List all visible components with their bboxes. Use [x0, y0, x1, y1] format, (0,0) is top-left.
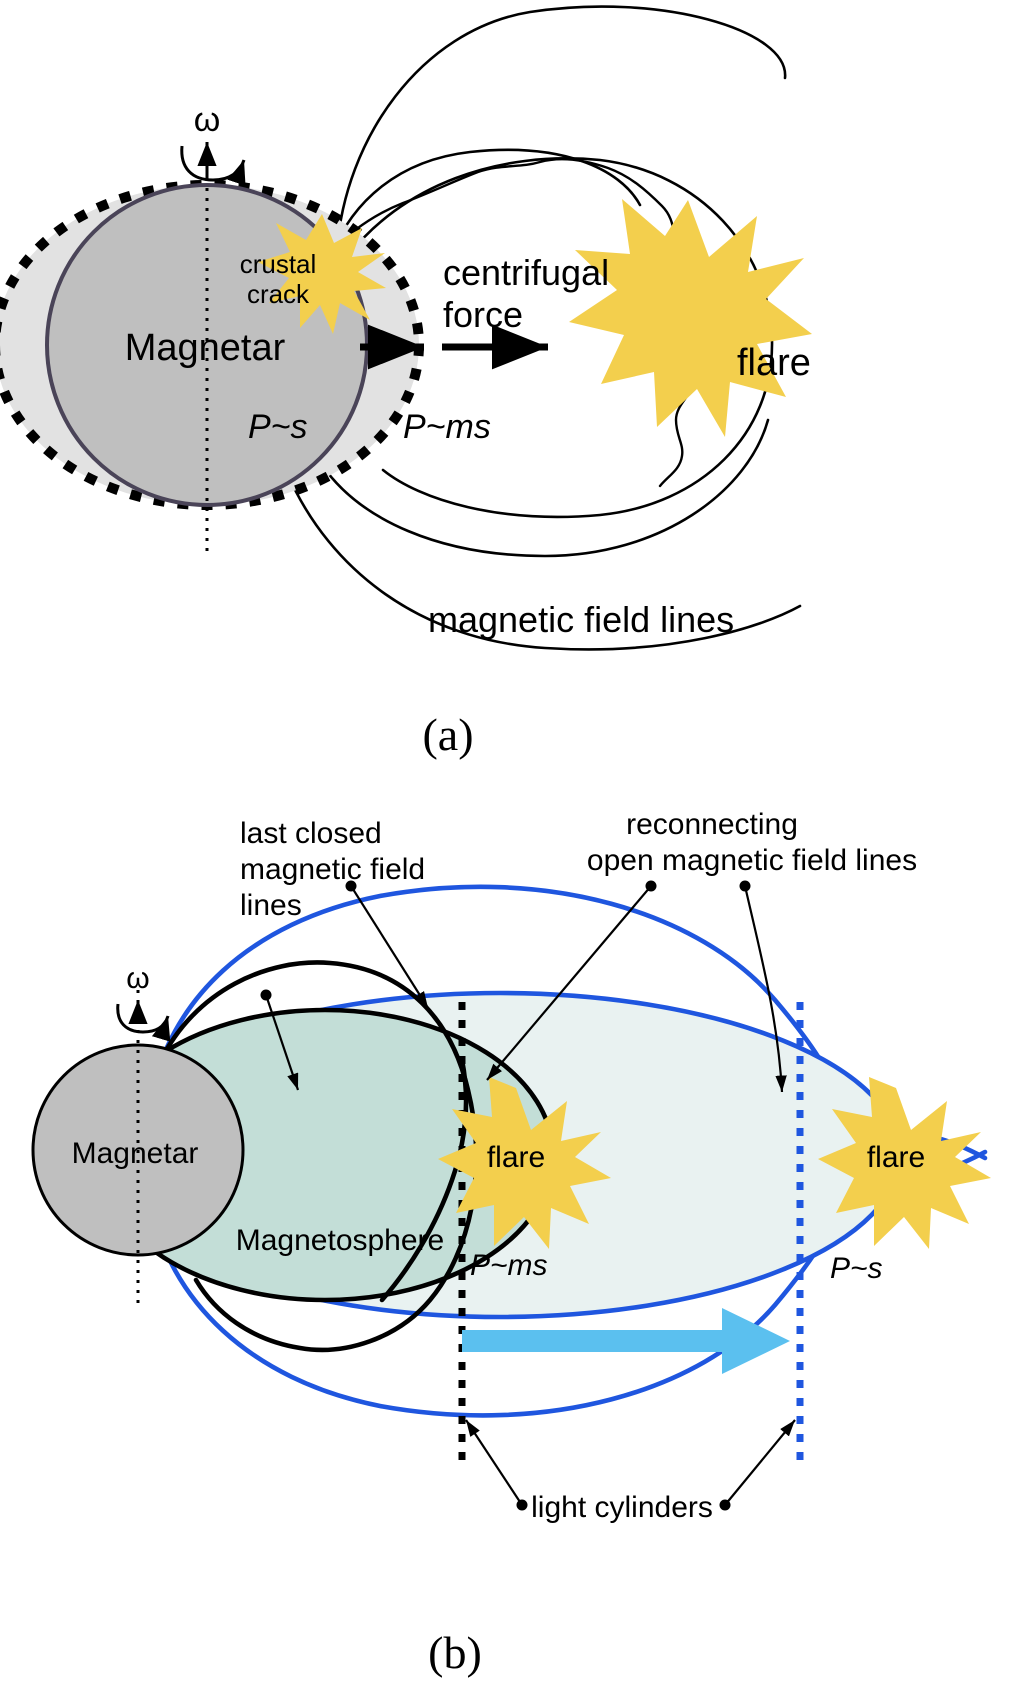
panel-a-flare-label: flare: [737, 342, 811, 384]
panel-b-reconnecting-label-line1: reconnecting: [626, 808, 798, 841]
panel-a-field-lines-label: magnetic field lines: [428, 599, 734, 640]
panel-b-outer-flare-label: flare: [867, 1141, 925, 1174]
panel-a: ω Magnetar crustal crack centrifugal for…: [0, 5, 812, 760]
panel-b-reconnecting-label-line2: open magnetic field lines: [587, 844, 917, 877]
black-closed-line-inner-left: [379, 1057, 469, 1303]
field-line-loop-lower: [320, 418, 770, 558]
panel-b-magnetosphere-label: Magnetosphere: [236, 1224, 444, 1257]
panel-a-crustal-crack-label-line1: crustal: [240, 249, 317, 279]
panel-a-centrifugal-label-line2: force: [443, 294, 523, 335]
panel-a-period-fast-label: P~ms: [403, 408, 491, 446]
panel-b-inner-flare-label: flare: [487, 1141, 545, 1174]
field-line-big-lower: [286, 473, 802, 651]
panel-b-last-closed-label-line2: magnetic field: [240, 853, 425, 886]
panel-b-light-cylinders-label: light cylinders: [531, 1491, 713, 1524]
panel-b-period-slow-label: P~s: [830, 1252, 883, 1285]
panel-a-flare-star: [569, 199, 812, 437]
panel-a-omega-label: ω: [194, 101, 221, 139]
panel-b-last-closed-label-line3: lines: [240, 889, 302, 922]
panel-b-labels: last closed magnetic field lines reconne…: [72, 808, 926, 1524]
leader-reconnecting-outer: [743, 885, 787, 1093]
panel-a-centrifugal-label-line1: centrifugal: [443, 252, 609, 293]
panel-b-outer-flare-star: [818, 1077, 991, 1249]
panel-b-magnetar-label: Magnetar: [72, 1137, 199, 1170]
panel-a-crustal-crack-label-line2: crack: [247, 279, 310, 309]
panel-a-magnetar-label: Magnetar: [125, 327, 286, 369]
panel-a-labels: ω Magnetar crustal crack centrifugal for…: [125, 101, 811, 640]
panel-b-period-fast-label: P~ms: [470, 1249, 548, 1282]
panel-b-inner-flare-star: [438, 1077, 611, 1249]
panel-a-caption: (a): [422, 709, 473, 760]
panel-a-period-slow-label: P~s: [248, 408, 308, 446]
panel-b: last closed magnetic field lines reconne…: [31, 808, 991, 1678]
leader-light-cylinder-ms: [465, 1419, 523, 1506]
field-line-middle: [328, 148, 642, 260]
panel-b-omega-label: ω: [126, 962, 149, 995]
panel-a-spin-arc: [180, 145, 246, 186]
leader-light-cylinder-s: [724, 1419, 796, 1506]
panel-b-outflow-arrow: [462, 1308, 790, 1374]
panel-b-caption: (b): [428, 1627, 482, 1678]
panel-b-last-closed-label-line1: last closed: [240, 817, 382, 850]
panel-a-crack-flare-star: [258, 214, 386, 334]
leader-reconnecting-inner: [486, 885, 652, 1081]
panel-b-leader-lines: [260, 880, 796, 1511]
leader-last-closed-right: [350, 885, 429, 1009]
leader-last-closed-left: [264, 994, 300, 1091]
panel-b-spin-arc: [116, 1003, 171, 1042]
field-line-outer: [335, 5, 787, 252]
